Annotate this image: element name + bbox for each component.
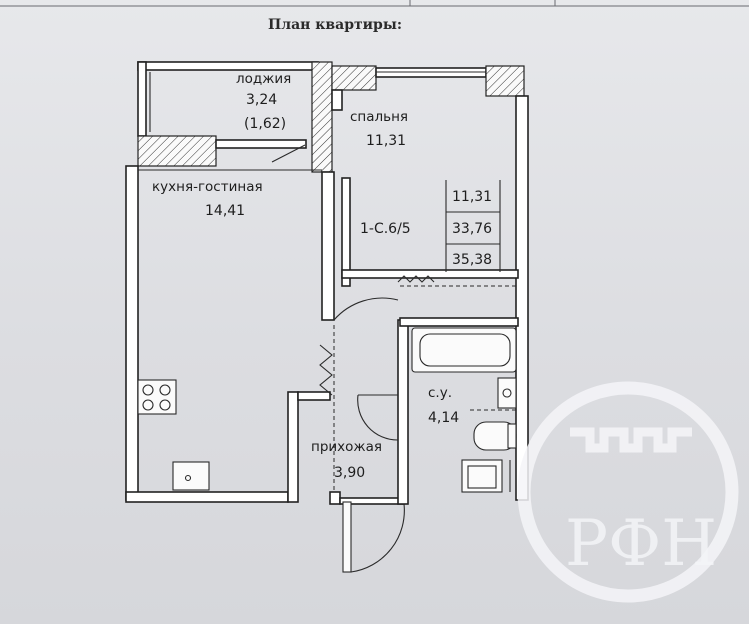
logo-letters: РФН — [565, 507, 717, 581]
bathroom-name: с.у. — [428, 385, 452, 401]
bathroom-area: 4,14 — [428, 410, 459, 426]
total-area-value: 33,76 — [452, 221, 492, 237]
hallway-area: 3,90 — [334, 465, 365, 481]
loggia-area: 3,24 — [246, 92, 277, 108]
kitchen-living-name: кухня-гостиная — [152, 179, 263, 195]
living-area-value: 11,31 — [452, 189, 492, 205]
header-strip — [0, 0, 749, 7]
stove-icon — [137, 379, 177, 415]
wall-bedroom-kitchen — [321, 171, 335, 321]
kitchen-outer-walls — [125, 165, 331, 503]
bathroom-walls — [399, 317, 519, 411]
bedroom-area: 11,31 — [366, 133, 406, 149]
loggia-room — [137, 61, 319, 167]
loggia-reduced-area: (1,62) — [244, 116, 286, 132]
plan-heading: План квартиры: — [268, 17, 402, 33]
bathtub-icon — [411, 327, 517, 373]
entrance-door — [342, 501, 405, 573]
bedroom-name: спальня — [350, 109, 408, 125]
washing-machine-icon — [461, 459, 511, 493]
apartment-code: 1-С.6/5 — [360, 221, 411, 237]
kitchen-sink-icon — [172, 461, 210, 491]
bedroom-partition — [341, 177, 519, 287]
total-with-loggia-value: 35,38 — [452, 252, 492, 268]
toilet-icon — [473, 421, 517, 451]
rfn-logo-icon: РФН — [517, 381, 739, 603]
wall-column — [311, 61, 333, 173]
apartment-summary-table: 1-С.6/5 11,31 33,76 35,38 — [360, 180, 501, 272]
bedroom-outer-walls — [331, 65, 529, 501]
kitchen-living-area: 14,41 — [205, 203, 245, 219]
hallway-name: прихожая — [311, 439, 382, 455]
loggia-name: лоджия — [236, 71, 291, 87]
washbasin-icon — [497, 377, 517, 409]
